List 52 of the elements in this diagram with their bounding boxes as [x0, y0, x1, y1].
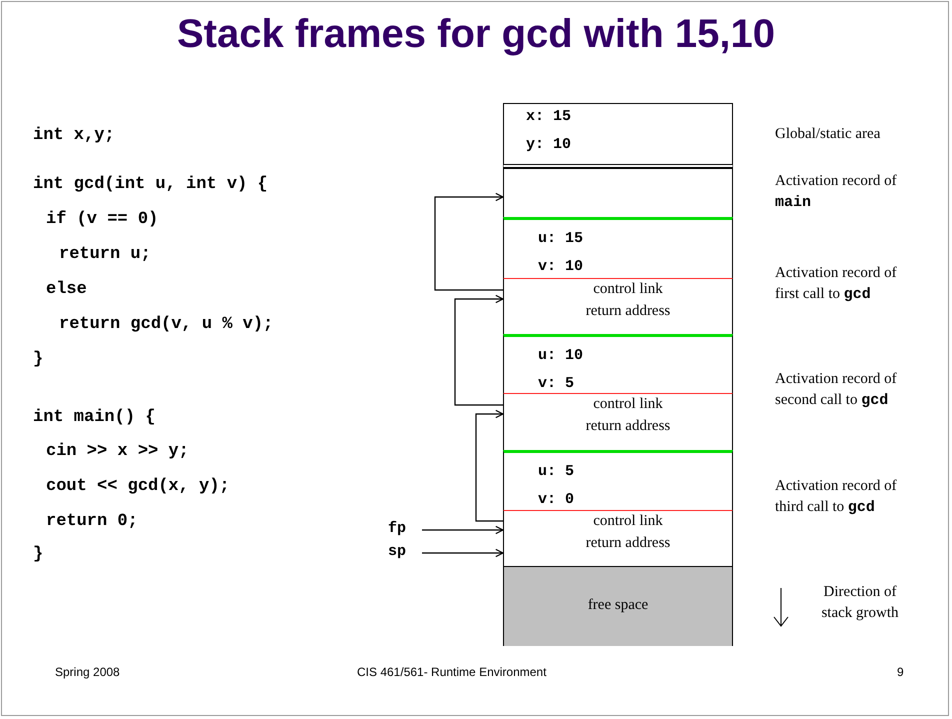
code-line: }: [33, 350, 44, 370]
code-line: if (v == 0): [46, 210, 158, 230]
code-line: return gcd(v, u % v);: [59, 315, 274, 335]
region-note: Activation record of second call to gcd: [775, 370, 898, 411]
footer-course: CIS 461/561- Runtime Environment: [357, 665, 546, 679]
variable-value: v: 5: [538, 375, 574, 392]
code-line: int x,y;: [33, 126, 115, 146]
return-address-label: return address: [586, 418, 670, 435]
control-link-arrow: [454, 294, 504, 406]
region-note: Activation record of first call to gcd: [775, 264, 898, 305]
variable-value: u: 5: [538, 463, 574, 480]
stack-cell: [503, 278, 733, 334]
code-line: return 0;: [46, 512, 138, 532]
stack-cell: [503, 393, 733, 450]
pointer-label: fp: [388, 520, 418, 540]
region-note: Activation record of third call to gcd: [775, 477, 898, 518]
return-address-label: return address: [586, 303, 670, 320]
pointer-label: sp: [388, 543, 418, 563]
region-note: Activation record of main: [775, 172, 898, 213]
stack-cell: [503, 334, 733, 393]
code-line: int gcd(int u, int v) {: [33, 175, 268, 195]
code-line: cout << gcd(x, y);: [46, 477, 230, 497]
code-line: else: [46, 280, 87, 300]
area-label: free space: [588, 597, 648, 614]
page-number: 9: [897, 665, 904, 679]
variable-value: x: 15: [526, 108, 572, 125]
free-space-area: [503, 566, 733, 646]
variable-value: u: 15: [538, 230, 584, 247]
control-link-label: control link: [593, 396, 663, 413]
footer-date: Spring 2008: [55, 665, 120, 679]
code-line: cin >> x >> y;: [46, 442, 189, 462]
control-link-arrow: [475, 410, 504, 522]
variable-value: v: 0: [538, 491, 574, 508]
stack-cell: [503, 168, 733, 217]
control-link-label: control link: [593, 281, 663, 298]
pointer-arrow: [422, 526, 504, 534]
code-line: return u;: [59, 245, 151, 265]
variable-value: v: 10: [538, 258, 584, 275]
stack-cell: [503, 450, 733, 510]
control-link-label: control link: [593, 513, 663, 530]
variable-value: u: 10: [538, 347, 584, 364]
region-note: Global/static area: [775, 125, 882, 144]
code-line: }: [33, 545, 44, 565]
variable-value: y: 10: [526, 136, 572, 153]
return-address-label: return address: [586, 535, 670, 552]
pointer-arrow: [422, 548, 504, 558]
stack-cell: [503, 217, 733, 278]
direction-note: Direction of stack growth: [820, 583, 900, 623]
code-line: int main() {: [33, 408, 156, 428]
control-link-arrow: [434, 192, 504, 291]
slide-title: Stack frames for gcd with 15,10: [176, 12, 776, 57]
stack-cell: [503, 103, 733, 168]
